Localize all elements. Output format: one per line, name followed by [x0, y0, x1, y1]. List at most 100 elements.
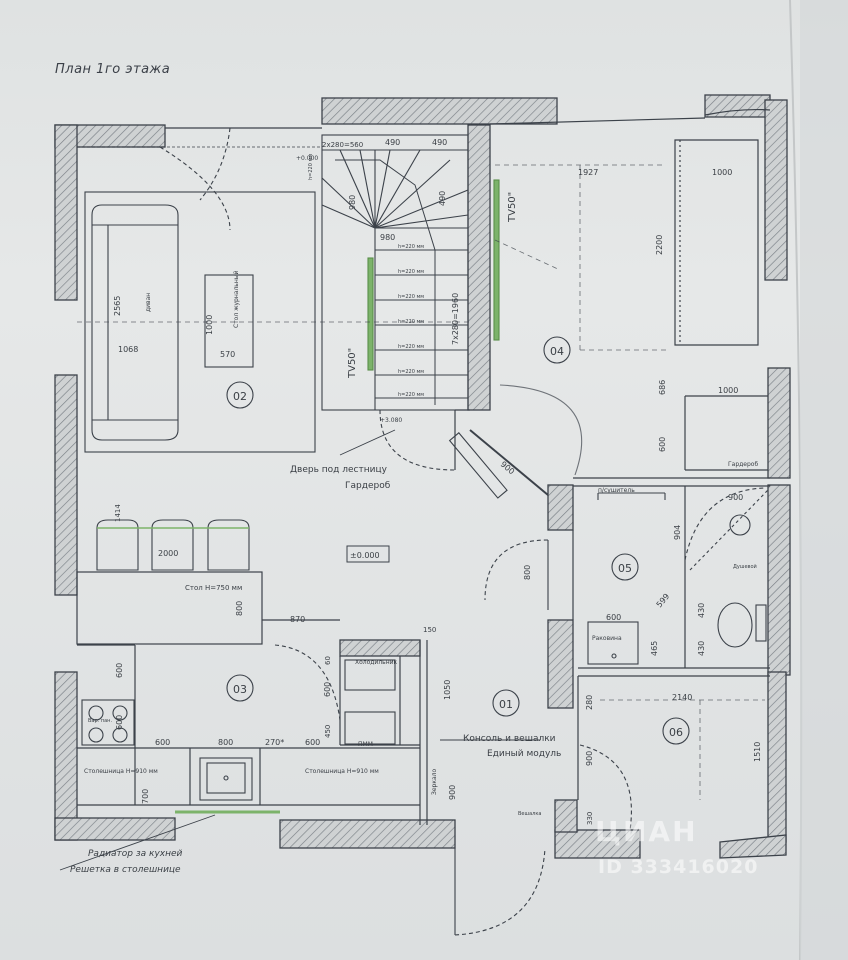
- room-label-05: 05: [618, 562, 632, 575]
- dim-2140: 2140: [672, 693, 692, 702]
- dim-599: 599: [655, 592, 672, 609]
- dim-600-w: 600: [658, 437, 667, 452]
- dim-7x280: 7x280=1960: [451, 293, 460, 345]
- dim-330: 330: [586, 812, 594, 825]
- radiator-line2: Решетка в столешнице: [70, 865, 181, 875]
- dishwasher-label: ПММ: [358, 741, 373, 748]
- dim-1414: 1414: [114, 504, 122, 522]
- room-label-01: 01: [499, 698, 513, 711]
- level-box: [346, 545, 390, 563]
- doors: [159, 127, 766, 936]
- sofa-label: диван: [145, 293, 152, 312]
- dim-1000-bed: 1000: [712, 168, 732, 177]
- dim-1927: 1927: [578, 168, 598, 177]
- stair-top-level: +0.000: [296, 155, 318, 162]
- dim-800-door: 800: [523, 565, 532, 580]
- dim-570: 570: [220, 350, 235, 359]
- room-label-06: 06: [669, 726, 683, 739]
- shower-label: Душевой: [733, 563, 757, 570]
- tv-right-label: TV50": [507, 192, 518, 223]
- dim-465: 465: [650, 641, 659, 656]
- dim-450: 450: [324, 725, 332, 738]
- watermark-id: ID 333416020: [598, 856, 759, 878]
- riser-label: h=220 мм: [398, 392, 424, 398]
- dim-1000: 1000: [205, 315, 214, 335]
- bathroom-fixtures: [587, 489, 769, 665]
- watermark-brand: ЦИАН: [595, 815, 698, 848]
- dim-490b: 490: [432, 138, 447, 147]
- dim-1510: 1510: [753, 742, 762, 762]
- dim-686: 686: [658, 380, 667, 395]
- stair-level-label: +3.080: [380, 417, 402, 424]
- dim-600-row: 600: [155, 738, 170, 747]
- dim-1068: 1068: [118, 345, 138, 354]
- console-line1: Консоль и вешалки: [463, 734, 556, 744]
- dim-870: 870: [290, 615, 305, 624]
- leader-lines: [59, 429, 540, 871]
- console-line2: Единый модуль: [487, 749, 561, 759]
- room-label-02: 02: [233, 390, 247, 403]
- dim-800-row: 800: [218, 738, 233, 747]
- fridge-label: Холодильник: [355, 659, 398, 666]
- coffee-table-label: Стол журнальный: [233, 271, 240, 328]
- level-label: ±0.000: [350, 551, 380, 560]
- riser-label: h=220 мм: [398, 319, 424, 325]
- dim-900-door: 900: [499, 460, 516, 477]
- dim-600-sink: 600: [606, 613, 621, 622]
- dim-1050: 1050: [443, 680, 452, 700]
- dim-270: 270*: [265, 738, 284, 747]
- tv-left-label: TV50": [347, 348, 358, 379]
- dim-600-row2: 600: [305, 738, 320, 747]
- interior-lines: [76, 108, 771, 825]
- living-furniture: [84, 179, 500, 453]
- radiator-line1: Радиатор за кухней: [88, 849, 183, 859]
- dim-1000-w: 1000: [718, 386, 738, 395]
- countertop-label-2: Столешница H=910 мм: [305, 768, 379, 775]
- staircase: [321, 134, 469, 411]
- door-under-stairs-line2: Гардероб: [345, 481, 391, 491]
- dim-900-mir: 900: [448, 785, 457, 800]
- dim-800-table: 800: [235, 601, 244, 616]
- room-label-03: 03: [233, 683, 247, 696]
- riser-label: h=220 мм: [398, 294, 424, 300]
- dim-60: 60: [324, 656, 332, 665]
- door-under-stairs-line1: Дверь под лестницу: [290, 465, 388, 475]
- bar-stools: [96, 519, 250, 571]
- stove-label: Вар. пан.: [88, 718, 112, 724]
- riser-label: h=220 мм: [398, 269, 424, 275]
- room-label-04: 04: [550, 345, 564, 358]
- riser-label: h=220 мм: [308, 154, 314, 180]
- bath-sink-label: Раковина: [592, 635, 622, 642]
- riser-label: h=220 мм: [398, 344, 424, 350]
- table-label: Стол H=750 мм: [185, 584, 242, 592]
- dim-600-k2: 600: [115, 715, 124, 730]
- dim-2200: 2200: [655, 235, 664, 255]
- stair-riser-labels: h=220 мм h=220 мм h=220 мм h=220 мм h=22…: [308, 154, 424, 398]
- dim-280: 280: [585, 695, 594, 710]
- mirror-label: Зеркало: [431, 769, 438, 795]
- dim-980b: 980: [348, 195, 357, 210]
- kitchen-appliances: [81, 659, 396, 814]
- dim-490c: 490: [438, 191, 447, 206]
- dim-2565: 2565: [113, 296, 122, 316]
- dim-900-hall: 900: [585, 751, 594, 766]
- room-markers: [226, 336, 690, 745]
- dim-150: 150: [423, 626, 436, 634]
- dim-600-k1: 600: [115, 663, 124, 678]
- dim-2000: 2000: [158, 549, 178, 558]
- dim-430a: 430: [697, 603, 706, 618]
- dim-700: 700: [141, 789, 150, 804]
- dim-stair-top: 2x280=560: [322, 141, 363, 149]
- dim-904: 904: [673, 525, 682, 540]
- dim-900-bath: 900: [728, 493, 743, 502]
- exterior-walls: [54, 94, 791, 859]
- riser-label: h=220 мм: [398, 244, 424, 250]
- dim-600-f1: 600: [323, 682, 332, 697]
- plan-title: План 1го этажа: [55, 62, 171, 77]
- countertop-label-1: Столешница H=910 мм: [84, 768, 158, 775]
- dim-980a: 980: [380, 233, 395, 242]
- dryer-label: п/сушитель: [598, 487, 635, 494]
- dim-490a: 490: [385, 138, 400, 147]
